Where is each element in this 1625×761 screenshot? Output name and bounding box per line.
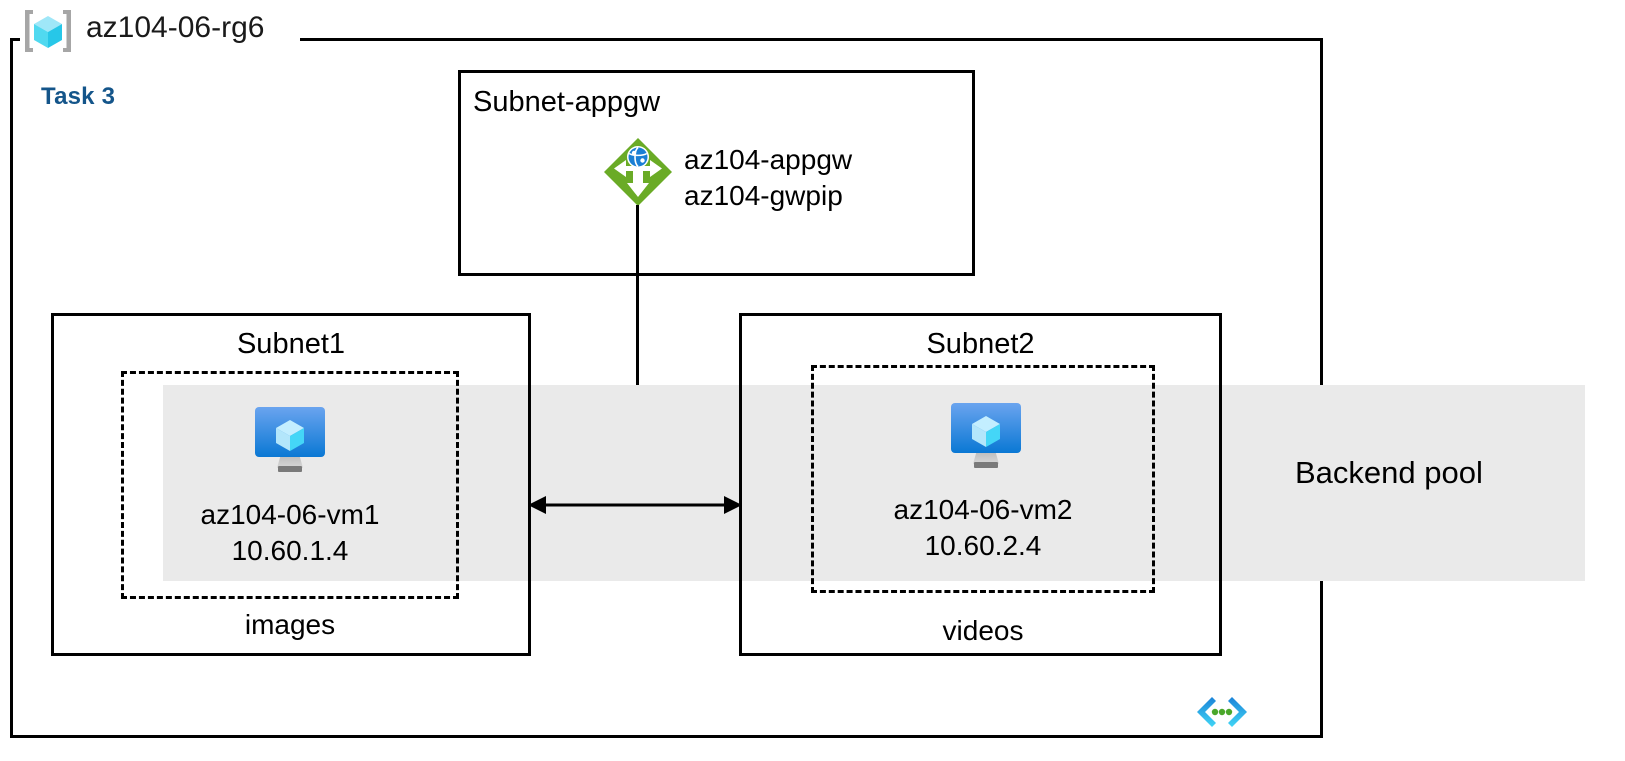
- vm1-labels: az104-06-vm1 10.60.1.4: [121, 497, 459, 570]
- task-label: Task 3: [41, 83, 116, 110]
- subnet2-title: Subnet2: [926, 328, 1035, 360]
- appgw-connector-line: [636, 205, 639, 490]
- vm1-ip: 10.60.1.4: [231, 535, 349, 567]
- subnet2-box: [739, 313, 1222, 656]
- virtual-machine-icon: [946, 400, 1026, 474]
- subnet-appgw-title: Subnet-appgw: [473, 86, 661, 118]
- subnet1-caption: images: [244, 609, 336, 640]
- appgw-name: az104-appgw: [684, 144, 853, 175]
- vm2-labels: az104-06-vm2 10.60.2.4: [811, 492, 1155, 565]
- virtual-machine-icon: [250, 404, 330, 478]
- application-gateway-icon: [602, 136, 674, 208]
- vm2-name: az104-06-vm2: [893, 494, 1073, 525]
- subnet2-dashed-group: [811, 365, 1155, 593]
- appgw-resource-names: az104-appgw az104-gwpip: [684, 142, 852, 214]
- subnet1-dashed-group: [121, 371, 459, 599]
- resource-group-name: az104-06-rg6: [86, 11, 265, 44]
- subnet-link-arrow: [524, 472, 746, 536]
- subnet-appgw-box: [458, 70, 975, 276]
- subnet1-box: [51, 313, 531, 656]
- vm2-ip: 10.60.2.4: [924, 530, 1042, 562]
- backend-pool-label: Backend pool: [1295, 455, 1483, 490]
- subnet2-caption: videos: [942, 615, 1024, 646]
- resource-group-title-gap: [20, 30, 300, 48]
- subnet1-title: Subnet1: [236, 328, 346, 360]
- code-template-icon: [1196, 693, 1248, 731]
- vm1-name: az104-06-vm1: [200, 499, 380, 530]
- resource-group-icon: [20, 6, 76, 56]
- gwpip-name: az104-gwpip: [684, 179, 843, 211]
- backend-pool-band: [163, 385, 1585, 581]
